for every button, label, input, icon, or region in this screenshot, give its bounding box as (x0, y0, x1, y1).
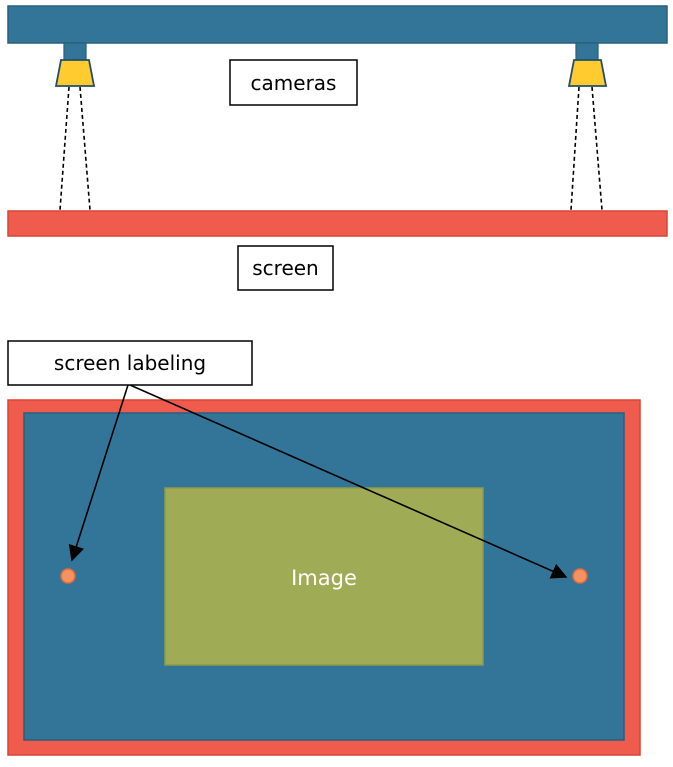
screen-side-view-bar (7, 210, 668, 237)
screen-labeling-label: screen labeling (7, 340, 253, 386)
right-screen-marker-dot (572, 568, 588, 584)
arrow-to-left-marker (68, 384, 129, 562)
right-camera-icon (567, 42, 608, 87)
cameras-label: cameras (229, 59, 358, 106)
left-camera-icon (54, 42, 96, 87)
image-area-label: Image (291, 566, 357, 590)
arrow-to-right-marker (129, 384, 568, 579)
screen-label: screen (237, 245, 334, 291)
svg-text:screen labeling: screen labeling (54, 351, 206, 375)
svg-text:cameras: cameras (251, 71, 337, 95)
left-screen-marker-dot (60, 568, 76, 584)
svg-text:screen: screen (252, 256, 318, 280)
camera-mounting-bar (7, 5, 668, 44)
left-camera-view-lines (59, 86, 91, 211)
right-camera-view-lines (570, 86, 603, 211)
